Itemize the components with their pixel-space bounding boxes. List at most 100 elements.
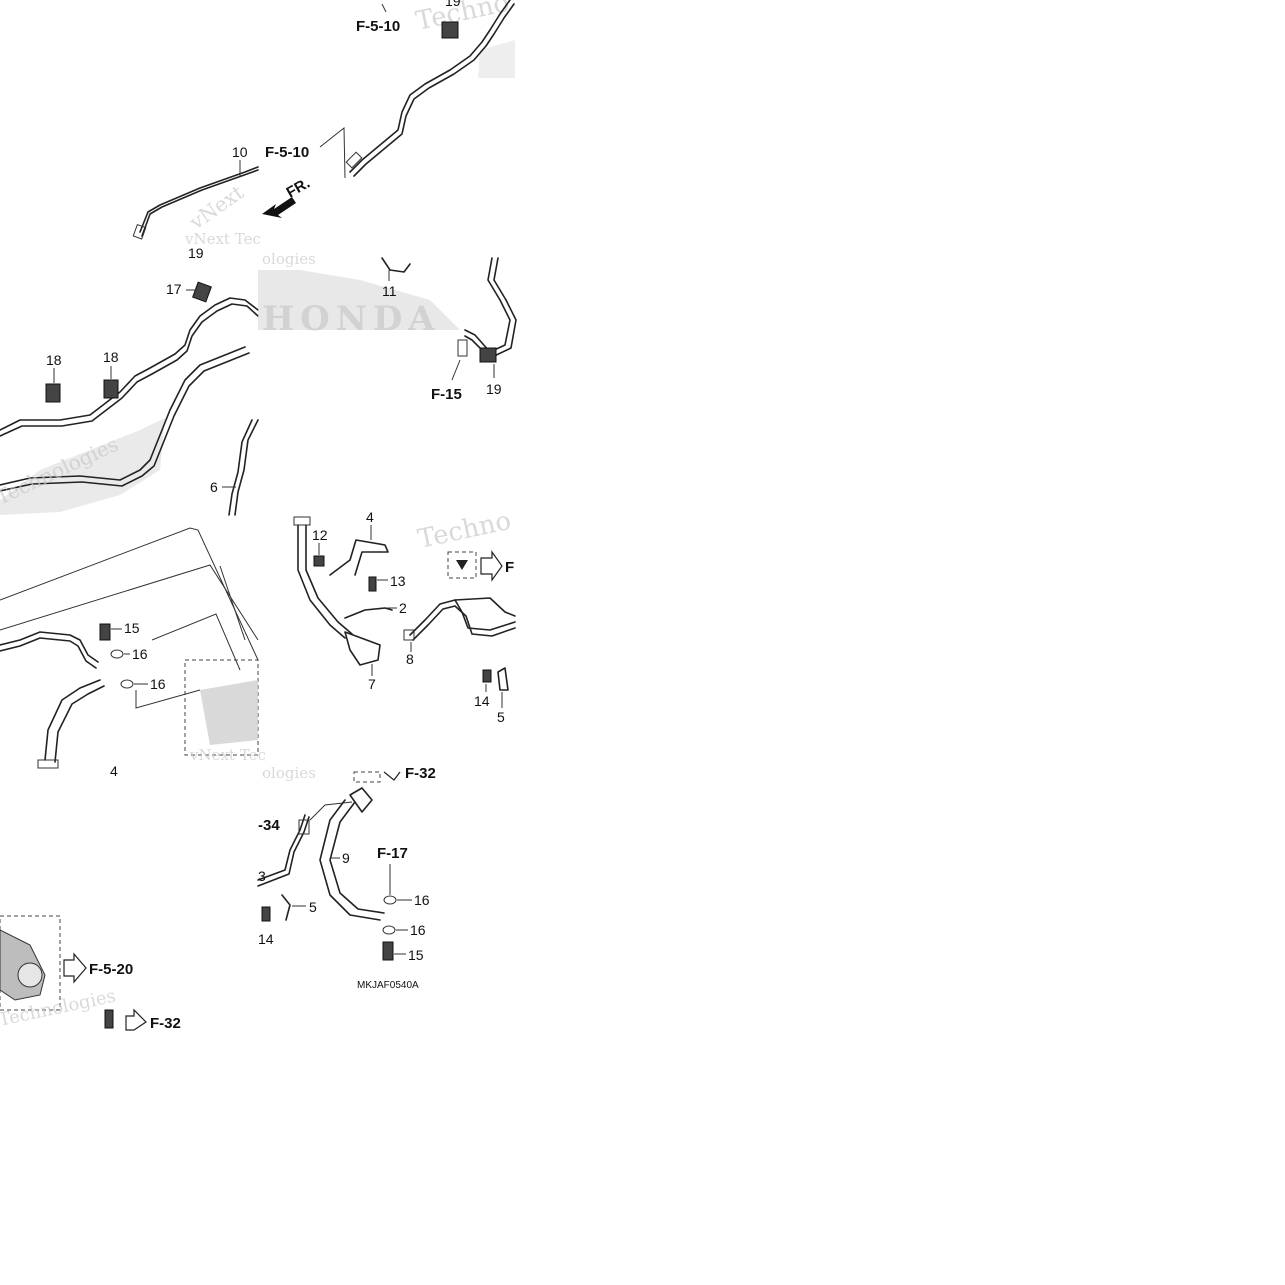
- ref-box: [353, 771, 381, 783]
- ref-arrow-icon: [125, 1008, 147, 1031]
- banjo-bolt-15: [382, 941, 394, 961]
- pipe-clip-18: [103, 379, 119, 399]
- front-arrow-icon: [262, 197, 296, 218]
- pipe-clip-19: [441, 21, 459, 39]
- clamp-5: [281, 894, 291, 921]
- pipe-fitting: [345, 151, 363, 169]
- brake-pipe-upper: [349, 0, 511, 173]
- ref-arrow-icon: [63, 952, 87, 984]
- brake-pipe-10-edge: [141, 169, 259, 237]
- brake-pipe-17-18-edge: [0, 303, 259, 437]
- bolt-icon: [104, 1009, 114, 1029]
- bolt-13: [368, 576, 377, 592]
- watermark-text: ologies: [262, 764, 316, 782]
- callout-5-b: 5: [309, 899, 317, 915]
- brake-pipe-15: [0, 631, 99, 663]
- callout-4-top: 4: [366, 509, 374, 525]
- brake-pipe-6: [234, 419, 259, 516]
- dotted-area: [478, 40, 515, 78]
- watermark-text: ologies: [262, 250, 316, 268]
- watermark-text: vNext Tec: [184, 230, 261, 248]
- sealing-washer-16: [110, 649, 124, 659]
- bolt-14: [261, 906, 271, 922]
- tile-top-left: 10 FR. vNext Tec vNext 19: [132, 144, 313, 261]
- callout-16-a: 16: [132, 646, 148, 662]
- ref-f-32-partial: F-32: [405, 765, 436, 782]
- pipe-fitting: [132, 224, 147, 240]
- dotted-area: [258, 270, 460, 330]
- ref-f-15: F-15: [431, 386, 462, 403]
- bolt-icon: [456, 560, 468, 570]
- pipe-fitting: [457, 339, 468, 357]
- brake-pipe-lower-edge: [0, 352, 250, 492]
- abs-unit-body: [200, 680, 258, 745]
- tile-lower-middle: Techno 7 4 12 13 2 8 14 5 F: [293, 506, 516, 725]
- callout-6: 6: [210, 479, 218, 495]
- pipe-clip-17: [192, 281, 212, 303]
- direction-label: FR.: [284, 175, 313, 202]
- brake-pipe-8: [409, 599, 516, 636]
- tile-mid-left: 6 17 18 18 Technologies: [0, 281, 259, 516]
- pipe-fitting-8: [403, 629, 415, 641]
- callout-15-a: 15: [124, 620, 140, 636]
- pipe-11: [381, 257, 411, 273]
- callout-5-a: 5: [497, 709, 505, 725]
- tile-top-middle: Techno 19 F-5-10 F-5-10: [265, 0, 515, 179]
- ref-f-17: F-17: [377, 845, 408, 862]
- bracket-2: [344, 607, 393, 619]
- callout-9: 9: [342, 850, 350, 866]
- brake-hose-4: [44, 679, 101, 761]
- bolt-12: [313, 555, 325, 567]
- outline-line: [219, 565, 246, 641]
- tile-lower-left: 4 15 16 16 vNext Tec: [0, 527, 266, 779]
- callout-4-bottom: 4: [110, 763, 118, 779]
- callout-7: 7: [368, 676, 376, 692]
- callout-8: 8: [406, 651, 414, 667]
- leader: [135, 689, 201, 709]
- brake-hose-left: [297, 524, 346, 639]
- ref-arrow-icon: [480, 550, 503, 582]
- tile-mid-middle: HONDA ologies 11 19 F-15: [258, 250, 517, 403]
- watermark-text: vNext Tec: [189, 746, 266, 764]
- sealing-washer-16: [382, 925, 396, 935]
- tile-bottom-middle: ologies F-32 -34 3 9 5 14 F-17 16 16 15 …: [257, 764, 436, 991]
- diagram-code: MKJAF0540A: [357, 980, 419, 991]
- callout-19-top: 19: [445, 0, 461, 9]
- pipe-clip-18: [45, 383, 61, 403]
- brake-pipe-lower: [0, 346, 246, 486]
- ref-arrow-icon: [383, 771, 401, 781]
- dotted-area: [0, 418, 165, 515]
- callout-16-d: 16: [410, 922, 426, 938]
- ref-f-34: -34: [258, 817, 280, 834]
- hose-joint: [349, 787, 373, 813]
- callout-2: 2: [399, 600, 407, 616]
- callout-19-right: 19: [486, 381, 502, 397]
- brake-pipe-right: [464, 257, 511, 353]
- ref-f-partial: F: [505, 559, 514, 576]
- brake-pipe-3: [257, 814, 306, 881]
- sealing-washer-16: [383, 895, 397, 905]
- bracket-right: [454, 597, 516, 617]
- callout-14-b: 14: [258, 931, 274, 947]
- brake-pipe-upper-edge: [353, 3, 515, 177]
- bolt-14: [482, 669, 492, 683]
- tile-bottom-left: F-5-20 F-32 Technologies: [0, 915, 181, 1032]
- callout-18-b: 18: [103, 349, 119, 365]
- callout-12: 12: [312, 527, 328, 543]
- callout-14-a: 14: [474, 693, 490, 709]
- ref-box: [447, 551, 477, 579]
- callout-17: 17: [166, 281, 182, 297]
- watermark-brand: HONDA: [262, 299, 441, 339]
- pipe-fitting: [298, 819, 310, 835]
- outline-line: [0, 527, 259, 661]
- watermark-text: Techno: [415, 506, 514, 555]
- banjo-bolt-15: [99, 623, 111, 641]
- callout-3: 3: [258, 868, 266, 884]
- brake-pipe-10: [139, 166, 259, 233]
- callout-16-c: 16: [414, 892, 430, 908]
- clamp-5: [497, 667, 509, 691]
- bracket-4: [329, 539, 389, 576]
- ref-f-5-10-left: F-5-10: [265, 144, 309, 161]
- watermark-text: vNext: [184, 180, 248, 235]
